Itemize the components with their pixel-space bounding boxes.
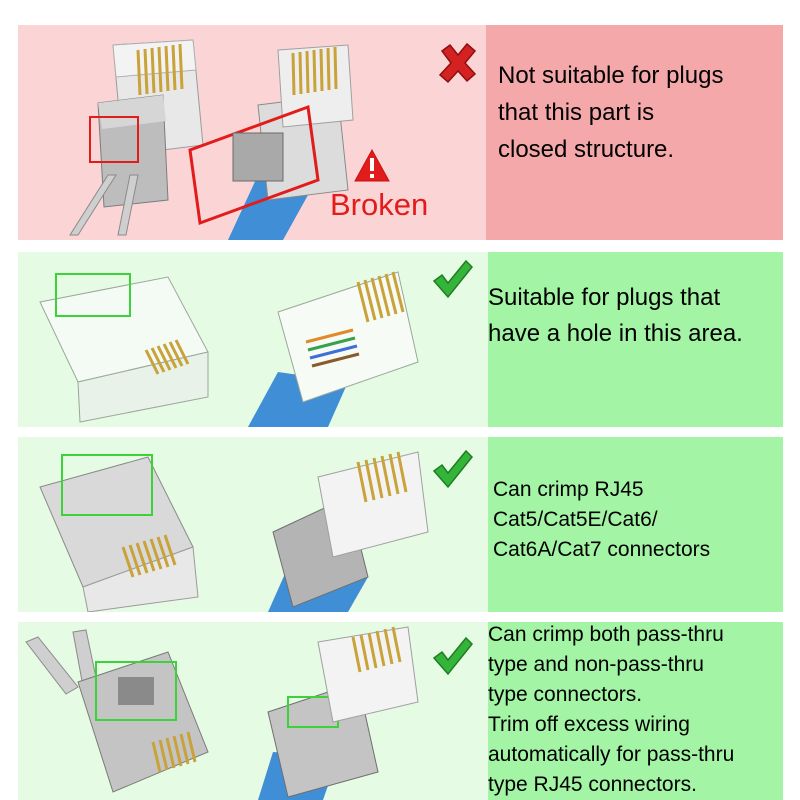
description-area: Can crimp both pass-thru type and non-pa…: [488, 622, 783, 800]
description-line: that this part is: [498, 99, 655, 126]
description-text: Not suitable for plugs that this part is…: [498, 57, 723, 168]
description-area: Suitable for plugs that have a hole in t…: [488, 252, 783, 427]
pass-thru-connector-left: [25, 629, 209, 793]
panel-not-suitable: Broken Not suitable for plugs that this …: [18, 25, 783, 240]
description-line: Can crimp both pass-thru: [488, 623, 724, 646]
transparent-connector-left: [39, 273, 209, 423]
description-line: closed structure.: [498, 136, 675, 163]
description-area: Can crimp RJ45 Cat5/Cat5E/Cat6/ Cat6A/Ca…: [488, 437, 783, 612]
shielded-connector-left: [69, 39, 204, 236]
description-line: Not suitable for plugs: [498, 62, 724, 89]
shielded-connector-left: [39, 454, 199, 612]
description-text: Suitable for plugs that have a hole in t…: [488, 280, 743, 352]
transparent-connector-illustration: [39, 271, 419, 427]
check-icon: [432, 636, 474, 676]
description-area: Not suitable for plugs that this part is…: [486, 25, 783, 240]
description-line: have a hole in this area.: [488, 320, 743, 347]
description-text: Can crimp RJ45 Cat5/Cat5E/Cat6/ Cat6A/Ca…: [493, 475, 710, 565]
panel-suitable-hole: Suitable for plugs that have a hole in t…: [18, 252, 783, 427]
description-line: Trim off excess wiring: [488, 713, 690, 736]
pass-thru-plug-right: [258, 626, 419, 800]
image-area: [18, 437, 488, 612]
description-line: Suitable for plugs that: [488, 284, 721, 311]
shielded-connector-illustration: [39, 451, 429, 612]
broken-label: Broken: [330, 187, 429, 222]
shielded-connector-illustration: [69, 39, 354, 240]
description-line: automatically for pass-thru: [488, 743, 735, 766]
description-line: type RJ45 connectors.: [488, 773, 697, 796]
image-area: [18, 622, 488, 800]
transparent-plug-right: [248, 271, 419, 427]
crimped-plug-right: [188, 44, 354, 240]
description-line: Cat6A/Cat7 connectors: [493, 538, 711, 561]
cross-icon: [438, 42, 477, 84]
panel-pass-thru: Can crimp both pass-thru type and non-pa…: [18, 622, 783, 800]
pass-thru-connector-illustration: [25, 626, 419, 800]
check-icon: [432, 259, 474, 299]
warning-triangle-icon: [354, 149, 390, 182]
description-line: type connectors.: [488, 683, 643, 706]
panel-compatible-categories: Can crimp RJ45 Cat5/Cat5E/Cat6/ Cat6A/Ca…: [18, 437, 783, 612]
description-line: type and non-pass-thru: [488, 653, 704, 676]
description-text: Can crimp both pass-thru type and non-pa…: [488, 622, 734, 800]
image-area: [18, 252, 488, 427]
shielded-plug-right: [268, 451, 429, 612]
check-icon: [432, 449, 474, 489]
description-line: Cat5/Cat5E/Cat6/: [493, 508, 658, 531]
description-line: Can crimp RJ45: [493, 478, 644, 501]
image-area: Broken: [18, 25, 488, 240]
